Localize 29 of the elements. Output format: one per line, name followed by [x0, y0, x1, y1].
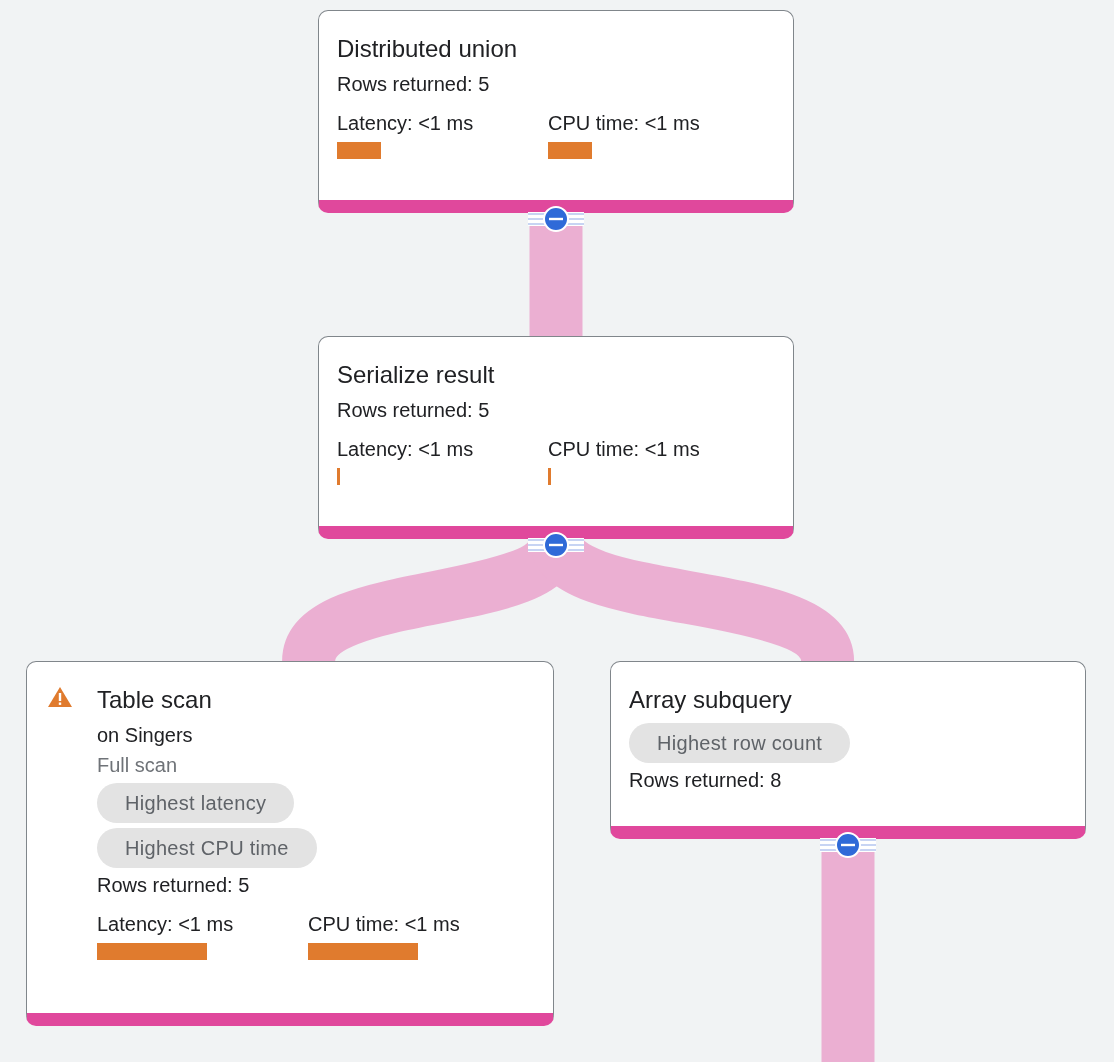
metric-bar [308, 943, 418, 960]
node-text: Rows returned: 5 [97, 873, 251, 898]
tag-chip: Highest row count [629, 723, 851, 763]
metric-label: Latency: <1 ms [337, 111, 474, 136]
node-text: on Singers [97, 723, 194, 748]
metric-bar [548, 468, 551, 485]
operator-card [26, 661, 554, 1026]
operator-card [318, 10, 794, 213]
metric-bar [97, 943, 207, 960]
node-title: Table scan [97, 685, 213, 715]
metric-bar [337, 468, 340, 485]
node-text: Rows returned: 5 [337, 72, 491, 97]
node-title: Array subquery [629, 685, 793, 715]
metric-label: CPU time: <1 ms [548, 111, 700, 136]
scan-type: Full scan [97, 753, 179, 778]
metric-label: Latency: <1 ms [97, 912, 234, 937]
node-title: Serialize result [337, 360, 496, 390]
tag-chip: Highest CPU time [97, 828, 317, 868]
node-title: Distributed union [337, 34, 519, 64]
operator-card [610, 661, 1086, 839]
metric-label: Latency: <1 ms [337, 437, 474, 462]
metric-label: CPU time: <1 ms [308, 912, 460, 937]
node-text: Rows returned: 5 [337, 398, 491, 423]
metric-bar [548, 142, 592, 159]
node-text: Rows returned: 8 [629, 768, 783, 793]
metric-bar [337, 142, 381, 159]
metric-label: CPU time: <1 ms [548, 437, 700, 462]
tag-chip: Highest latency [97, 783, 295, 823]
operator-card [318, 336, 794, 539]
